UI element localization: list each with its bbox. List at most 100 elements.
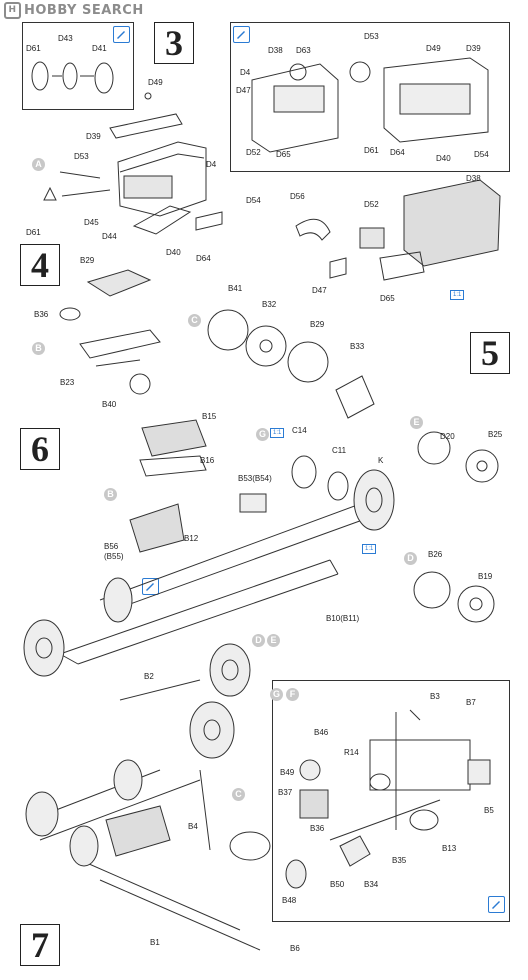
watermark-text: HOBBY SEARCH bbox=[24, 3, 144, 18]
part-label: B37 bbox=[278, 788, 293, 797]
part-label: B19 bbox=[478, 572, 493, 581]
step-number-3: 3 bbox=[154, 22, 194, 64]
part-label: K bbox=[378, 456, 384, 465]
part-label: B23 bbox=[60, 378, 75, 387]
part-label: B29 bbox=[310, 320, 325, 329]
marker-e: E bbox=[267, 634, 280, 647]
part-label: B15 bbox=[202, 412, 217, 421]
part-label: D40 bbox=[166, 248, 181, 257]
part-label: B40 bbox=[102, 400, 117, 409]
engine-inset-drawing bbox=[251, 57, 489, 153]
axle-inset-drawing bbox=[285, 709, 491, 889]
part-label: B25 bbox=[488, 430, 503, 439]
part-label: B34 bbox=[364, 880, 379, 889]
scale-tag: 1:1 bbox=[450, 290, 465, 300]
part-label: B56 bbox=[104, 542, 119, 551]
marker-d: D bbox=[404, 552, 417, 565]
part-label: C14 bbox=[292, 426, 307, 435]
part-label: B41 bbox=[228, 284, 243, 293]
part-label: D61 bbox=[26, 228, 41, 237]
paint-pen-icon bbox=[233, 26, 250, 43]
chassis-drawing bbox=[59, 419, 369, 701]
part-label: D45 bbox=[84, 218, 99, 227]
marker-g: G bbox=[270, 688, 283, 701]
part-label: D4 bbox=[240, 68, 251, 77]
part-label: D52 bbox=[364, 200, 379, 209]
part-label: B49 bbox=[280, 768, 295, 777]
marker-c: C bbox=[232, 788, 245, 801]
fan-blade-drawing bbox=[31, 61, 114, 94]
part-label: B6 bbox=[290, 944, 300, 953]
part-label: D47 bbox=[236, 86, 251, 95]
marker-b: B bbox=[104, 488, 117, 501]
marker-e: E bbox=[410, 416, 423, 429]
step-number-7: 7 bbox=[20, 924, 60, 966]
hobby-search-logo-icon: H bbox=[4, 2, 21, 19]
part-label: D20 bbox=[440, 432, 455, 441]
part-label: B7 bbox=[466, 698, 476, 707]
part-label: D39 bbox=[466, 44, 481, 53]
part-label: D49 bbox=[148, 78, 163, 87]
part-label: D38 bbox=[268, 46, 283, 55]
part-label: D65 bbox=[380, 294, 395, 303]
hobby-search-watermark: H HOBBY SEARCH bbox=[4, 2, 144, 19]
part-label: B29 bbox=[80, 256, 95, 265]
part-label: D54 bbox=[246, 196, 261, 205]
part-label: D61 bbox=[26, 44, 41, 53]
part-label: D64 bbox=[196, 254, 211, 263]
marker-f: F bbox=[286, 688, 299, 701]
part-label: B36 bbox=[310, 824, 325, 833]
axle-inset-box bbox=[272, 680, 510, 922]
part-label: B4 bbox=[188, 822, 198, 831]
step7-chassis-drawing bbox=[25, 759, 271, 951]
paint-pen-icon bbox=[113, 26, 130, 43]
part-label: B16 bbox=[200, 456, 215, 465]
part-label: D39 bbox=[86, 132, 101, 141]
part-label: D49 bbox=[426, 44, 441, 53]
part-label: B2 bbox=[144, 672, 154, 681]
part-label: B13 bbox=[442, 844, 457, 853]
part-label: B12 bbox=[184, 534, 199, 543]
part-label: (B55) bbox=[104, 552, 124, 561]
marker-g: G bbox=[256, 428, 269, 441]
marker-c: C bbox=[188, 314, 201, 327]
part-label: D41 bbox=[92, 44, 107, 53]
part-label: R14 bbox=[344, 748, 359, 757]
step-number-5: 5 bbox=[470, 332, 510, 374]
paint-pen-icon bbox=[142, 578, 159, 595]
step-number-4: 4 bbox=[20, 244, 60, 286]
marker-b: B bbox=[32, 342, 45, 355]
part-label: D61 bbox=[364, 146, 379, 155]
part-label: B26 bbox=[428, 550, 443, 559]
part-label: B5 bbox=[484, 806, 494, 815]
fan-inset-box bbox=[22, 22, 134, 110]
part-label: B50 bbox=[330, 880, 345, 889]
part-label: B48 bbox=[282, 896, 297, 905]
scale-tag: 1:1 bbox=[362, 544, 377, 554]
part-label: D44 bbox=[102, 232, 117, 241]
part-label: D53 bbox=[74, 152, 89, 161]
part-label: D4 bbox=[206, 160, 217, 169]
transmission-drawing bbox=[59, 269, 161, 395]
part-label: D56 bbox=[290, 192, 305, 201]
part-label: D52 bbox=[246, 148, 261, 157]
part-label: D47 bbox=[312, 286, 327, 295]
part-label: D63 bbox=[296, 46, 311, 55]
wheels-drawing bbox=[23, 431, 499, 759]
part-label: B32 bbox=[262, 300, 277, 309]
part-label: B53(B54) bbox=[238, 474, 272, 483]
part-label: B35 bbox=[392, 856, 407, 865]
part-label: D43 bbox=[58, 34, 73, 43]
step-number-6: 6 bbox=[20, 428, 60, 470]
part-label: B10(B11) bbox=[326, 614, 360, 623]
part-label: D54 bbox=[474, 150, 489, 159]
scale-tag: 1:1 bbox=[270, 428, 285, 438]
part-label: C11 bbox=[332, 446, 347, 455]
engine-block-drawing bbox=[43, 92, 223, 235]
part-label: D38 bbox=[466, 174, 481, 183]
part-label: D40 bbox=[436, 154, 451, 163]
part-label: D65 bbox=[276, 150, 291, 159]
part-label: B3 bbox=[430, 692, 440, 701]
